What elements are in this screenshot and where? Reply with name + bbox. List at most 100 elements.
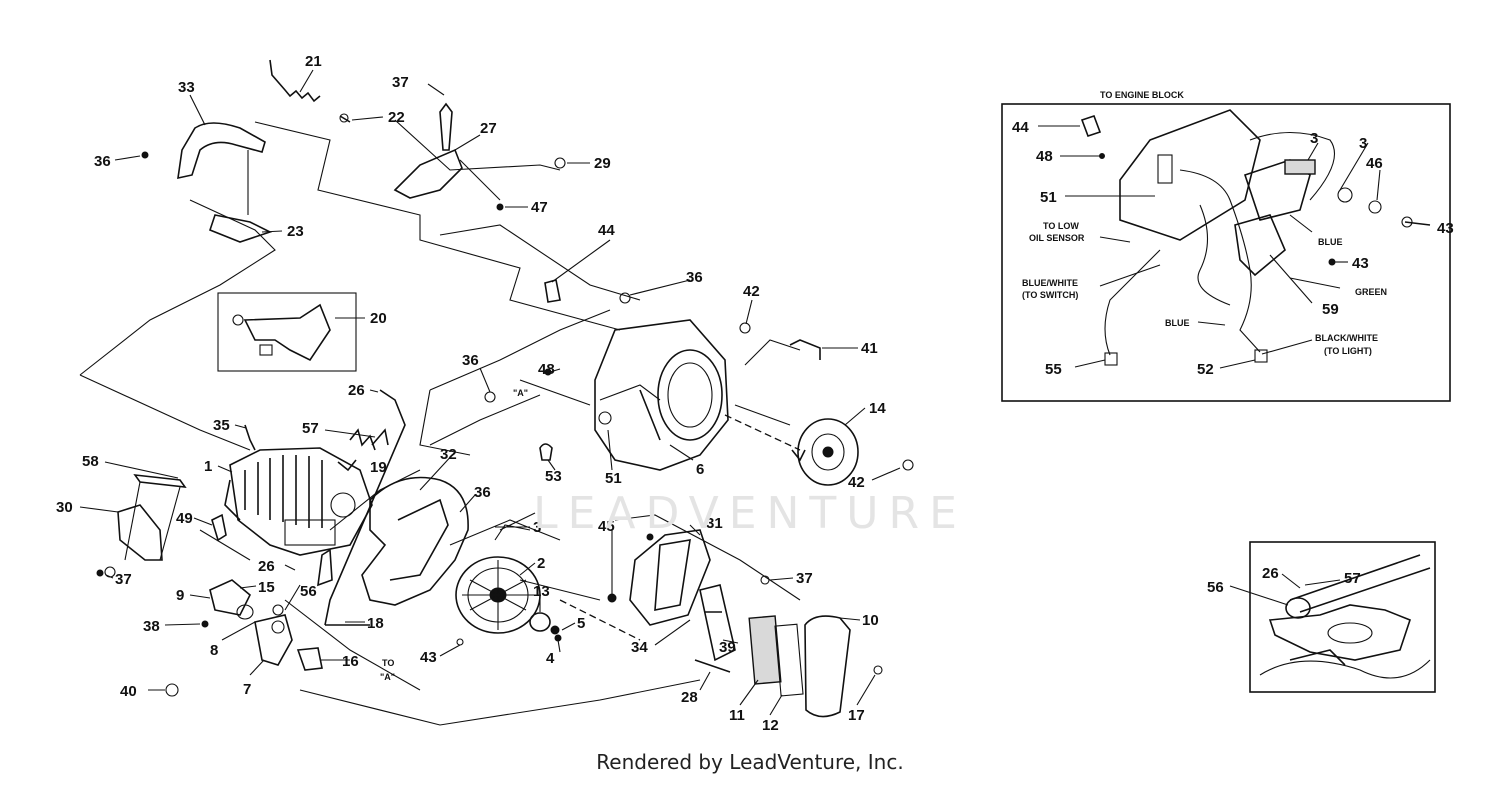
callout-56: 56 (300, 583, 317, 600)
air-cleaner-assembly (607, 529, 883, 718)
inset-callout-43a: 43 (1437, 220, 1454, 237)
callout-20: 20 (370, 310, 387, 327)
callout-31: 31 (706, 515, 723, 532)
label-green: GREEN (1355, 287, 1387, 297)
callout-49: 49 (176, 510, 193, 527)
detail-callout-26: 26 (1262, 565, 1279, 582)
callout-23: 23 (287, 223, 304, 240)
callout-57: 57 (302, 420, 319, 437)
inset-wiring: TO ENGINE BLOCK (1001, 90, 1454, 402)
callout-1: 1 (204, 458, 212, 475)
callout-33: 33 (178, 79, 195, 96)
callout-36-d: 36 (686, 269, 703, 286)
inset-callout-43b: 43 (1352, 255, 1369, 272)
part-21-spring (269, 59, 566, 211)
callout-30: 30 (56, 499, 73, 516)
callout-28: 28 (681, 689, 698, 706)
callout-8: 8 (210, 642, 218, 659)
detail-callout-57: 57 (1344, 570, 1361, 587)
callout-26-b: 26 (258, 558, 275, 575)
callout-15: 15 (258, 579, 275, 596)
watermark-text: LEADVENTURE (533, 488, 967, 539)
callout-58: 58 (82, 453, 99, 470)
callout-17: 17 (848, 707, 865, 724)
ref-a-label: "A" (513, 388, 528, 398)
callout-36-c: 36 (462, 352, 479, 369)
callout-9: 9 (176, 587, 184, 604)
assembly-guide-lines (79, 119, 801, 726)
part-32-shroud (361, 476, 469, 606)
callout-39: 39 (719, 639, 736, 656)
callout-21: 21 (305, 53, 322, 70)
label-low-oil-2: OIL SENSOR (1029, 233, 1085, 243)
part-20-box (217, 292, 357, 372)
callout-13: 13 (533, 583, 550, 600)
label-blue-white-2: (TO SWITCH) (1022, 290, 1078, 300)
inset-callout-52: 52 (1197, 361, 1214, 378)
callout-37: 37 (392, 74, 409, 91)
part-1-engine (224, 447, 373, 556)
part-33-bracket (141, 122, 273, 243)
callout-leaders (79, 69, 901, 716)
callout-41: 41 (861, 340, 878, 357)
callout-43: 43 (420, 649, 437, 666)
callout-12: 12 (762, 717, 779, 734)
inset-title: TO ENGINE BLOCK (1100, 90, 1184, 100)
callout-37-c: 37 (796, 570, 813, 587)
callout-5: 5 (577, 615, 585, 632)
callout-4: 4 (546, 650, 555, 667)
callout-34: 34 (631, 639, 648, 656)
label-black-white-1: BLACK/WHITE (1315, 333, 1378, 343)
callout-37-b: 37 (115, 571, 132, 588)
callout-38: 38 (143, 618, 160, 635)
callout-19: 19 (370, 459, 387, 476)
callout-42-b: 42 (848, 474, 865, 491)
inset-callout-3b: 3 (1359, 135, 1367, 152)
inset-detail: 56 26 57 (1207, 541, 1436, 693)
callout-27: 27 (480, 120, 497, 137)
engine-springs (244, 424, 376, 472)
label-low-oil-1: TO LOW (1043, 221, 1079, 231)
inset-callout-55: 55 (1045, 361, 1062, 378)
label-black-white-2: (TO LIGHT) (1324, 346, 1372, 356)
callout-36-b: 36 (474, 484, 491, 501)
label-blue-white-1: BLUE/WHITE (1022, 278, 1078, 288)
inset-callout-44: 44 (1012, 119, 1029, 136)
footer-credit: Rendered by LeadVenture, Inc. (596, 750, 904, 774)
label-blue-a: BLUE (1165, 318, 1190, 328)
linkage-rods (272, 389, 464, 646)
callout-14: 14 (869, 400, 886, 417)
callout-numbers: 33 36 21 22 37 27 29 47 23 20 26 57 35 1… (56, 53, 886, 734)
callout-48: 48 (538, 361, 555, 378)
inset-callout-59: 59 (1322, 301, 1339, 318)
part-30-shield (96, 474, 187, 578)
carburetor-group (165, 579, 323, 697)
label-blue-b: BLUE (1318, 237, 1343, 247)
detail-callout-56: 56 (1207, 579, 1224, 596)
ref-a-bottom: "A" (380, 672, 395, 682)
callout-2: 2 (537, 555, 545, 572)
callout-6: 6 (696, 461, 704, 478)
inset-callout-46: 46 (1366, 155, 1383, 172)
inset-callout-51: 51 (1040, 189, 1057, 206)
ref-a-to: TO (382, 658, 394, 668)
callout-16: 16 (342, 653, 359, 670)
callout-26: 26 (348, 382, 365, 399)
callout-29: 29 (594, 155, 611, 172)
callout-40: 40 (120, 683, 137, 700)
callout-18: 18 (367, 615, 384, 632)
callout-47: 47 (531, 199, 548, 216)
callout-7: 7 (243, 681, 251, 698)
callout-3: 3 (533, 519, 541, 536)
inset-callout-48: 48 (1036, 148, 1053, 165)
callout-36: 36 (94, 153, 111, 170)
callout-35: 35 (213, 417, 230, 434)
callout-11: 11 (729, 707, 745, 724)
callout-44: 44 (598, 222, 615, 239)
inset-callout-3a: 3 (1310, 130, 1318, 147)
callout-53: 53 (545, 468, 562, 485)
callout-51: 51 (605, 470, 622, 487)
callout-42: 42 (743, 283, 760, 300)
callout-10: 10 (862, 612, 879, 629)
